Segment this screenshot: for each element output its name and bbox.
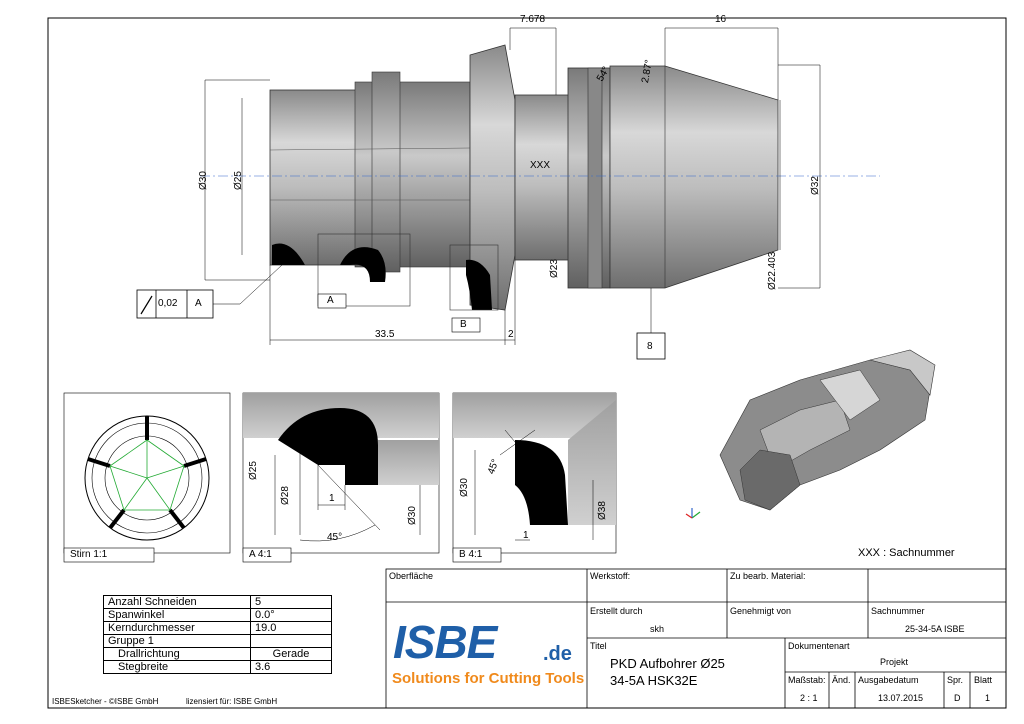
param-name: Gruppe 1 [103,634,251,648]
b-1: 1 [523,530,529,541]
tb-sachnummer-val: 25-34-5A ISBE [905,624,965,634]
dim-335: 33.5 [375,329,395,340]
footer-left: ISBESketcher - ©ISBE GmbH [52,697,159,706]
title-block-grid [385,568,1007,709]
tb-dokumentenart: Dokumentenart [788,641,850,651]
tb-spr: Spr. [947,675,964,685]
detail-b-view [452,392,617,563]
dim-d32: Ø32 [810,176,821,195]
tb-oberflaeche: Oberfläche [389,571,434,581]
a41-label: A 4:1 [249,549,272,560]
dim-d25: Ø25 [233,171,244,190]
a-45: 45° [327,532,343,543]
a-d28: Ø28 [280,486,291,505]
tb-titel-line1: PKD Aufbohrer Ø25 [610,656,725,671]
a-1: 1 [329,493,335,504]
tolerance-value: 0,02 [158,298,178,309]
tb-aend: Änd. [832,675,851,685]
tb-ausgabe: Ausgabedatum [858,675,919,685]
dim-16: 16 [715,14,727,25]
tb-titel-line2: 34-5A HSK32E [610,673,698,688]
param-value: 5 [250,595,332,609]
footer-license: lizensiert für: ISBE GmbH [186,697,278,706]
b41-label: B 4:1 [459,549,483,560]
tb-titel: Titel [590,641,607,651]
logo-brand: ISBE [393,616,497,668]
a-d25: Ø25 [248,461,259,480]
tb-erstellt: Erstellt durch [590,606,643,616]
b-d30: Ø30 [459,478,470,497]
leader-8: 8 [647,341,653,352]
param-name: Stegbreite [103,660,251,674]
detail-marker-a: A [327,295,334,306]
tb-spr-val: D [954,693,961,703]
dim-d22403: Ø22.403 [767,251,778,290]
detail-a-view [242,392,440,563]
b-d38: Ø38 [597,501,608,520]
tb-genehmigt: Genehmigt von [730,606,792,616]
tolerance-datum: A [195,298,202,309]
param-name: Drallrichtung [103,647,251,661]
param-row: Gruppe 1 [103,634,332,648]
param-value [250,634,332,648]
dim-d23: Ø23 [549,259,560,278]
stirn-label: Stirn 1:1 [70,549,108,560]
dim-d30: Ø30 [198,171,209,190]
logo-tagline: Solutions for Cutting Tools [392,670,585,687]
tb-massstab: Maßstab: [788,675,826,685]
param-value: Gerade [250,647,332,661]
tb-werkstoff: Werkstoff: [590,571,631,581]
param-name: Kerndurchmesser [103,621,251,635]
detail-marker-b: B [460,319,467,330]
tb-dokumentenart-val: Projekt [880,657,909,667]
param-value: 0.0° [250,608,332,622]
dim-7678: 7.678 [520,14,546,25]
dim-2: 2 [508,329,514,340]
param-value: 19.0 [250,621,332,635]
param-name: Anzahl Schneiden [103,595,251,609]
tb-ausgabe-val: 13.07.2015 [878,693,924,703]
tb-erstellt-val: skh [650,624,665,634]
iso-view [685,349,936,519]
sachnummer-note: XXX : Sachnummer [858,547,955,559]
param-value: 3.6 [250,660,332,674]
param-name: Spanwinkel [103,608,251,622]
tb-sachnummer: Sachnummer [871,606,925,616]
tb-zu-bearb: Zu bearb. Material: [730,571,806,581]
stirn-view [63,392,231,563]
tb-blatt-val: 1 [985,693,991,703]
tb-massstab-val: 2 : 1 [800,693,818,703]
logo-tld: .de [543,643,572,665]
tb-blatt: Blatt [974,675,993,685]
main-view [136,27,880,360]
a-d30: Ø30 [407,506,418,525]
dim-xxx: XXX [530,160,551,171]
